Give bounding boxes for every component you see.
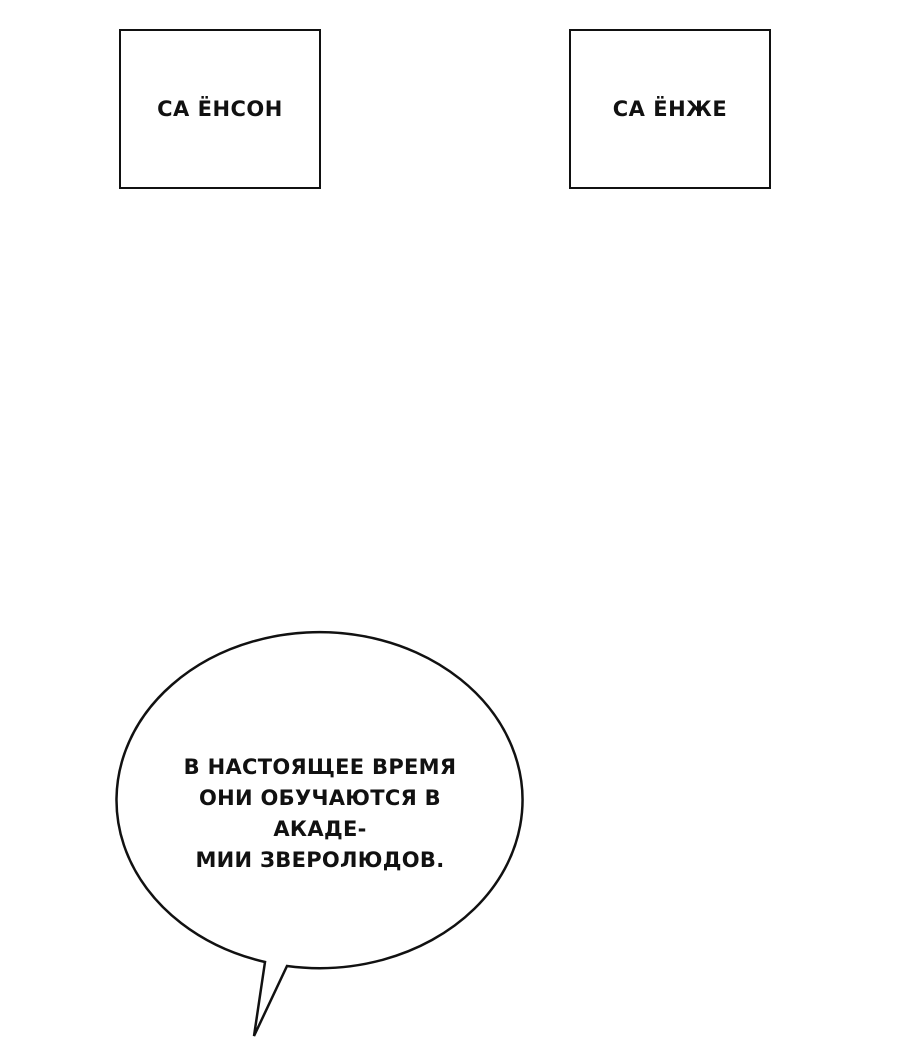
speech-line: В НАСТОЯЩЕЕ ВРЕМЯ bbox=[183, 755, 457, 779]
speech-bubble-text: В НАСТОЯЩЕЕ ВРЕМЯ ОНИ ОБУЧАЮТСЯ В АКАДЕ-… bbox=[150, 752, 490, 876]
name-caption-box-right: СА ЁНЖЕ bbox=[569, 29, 771, 189]
speech-line: МИИ ЗВЕРОЛЮДОВ. bbox=[195, 848, 445, 872]
speech-line: ОНИ ОБУЧАЮТСЯ В АКАДЕ- bbox=[199, 786, 441, 841]
name-caption-box-left: СА ЁНСОН bbox=[119, 29, 321, 189]
name-caption-text: СА ЁНЖЕ bbox=[612, 97, 728, 121]
name-caption-text: СА ЁНСОН bbox=[157, 97, 283, 121]
